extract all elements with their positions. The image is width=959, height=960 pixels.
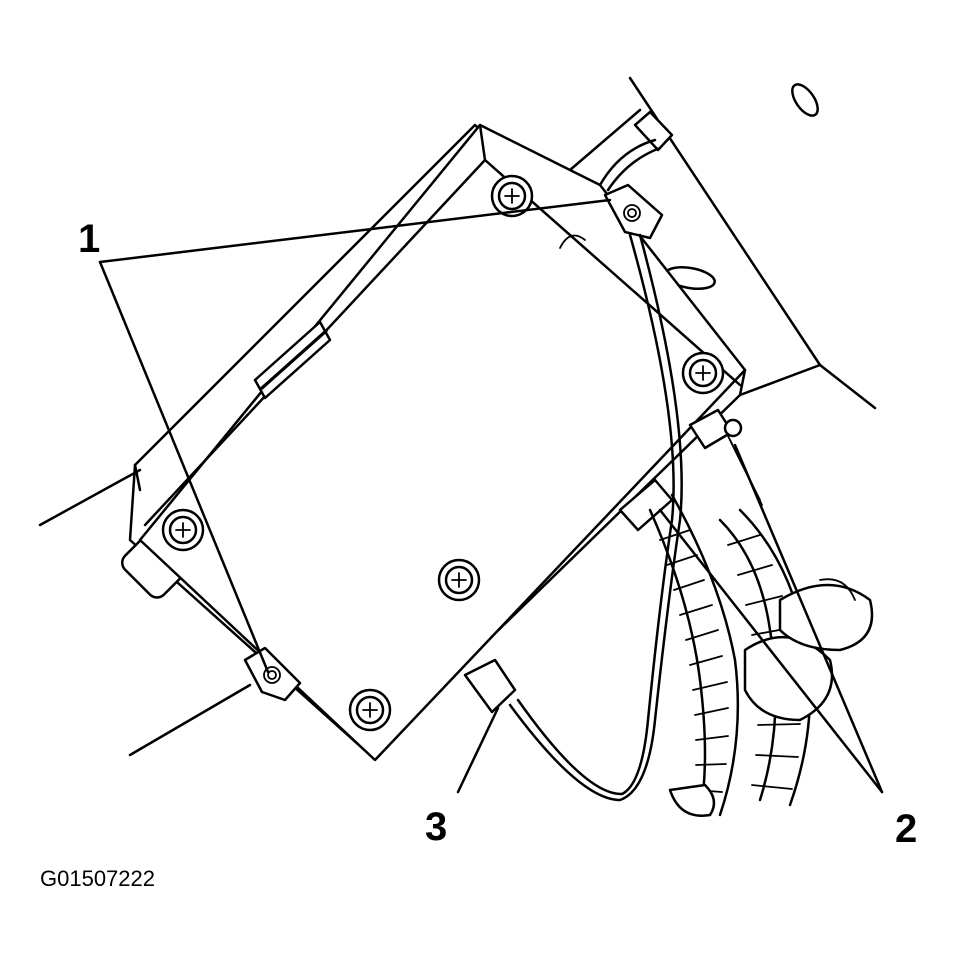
callout-3-label: 3 bbox=[425, 805, 447, 849]
figure-id: G01507222 bbox=[40, 866, 155, 891]
callout-leader-2 bbox=[658, 443, 884, 794]
mounting-nut-lower bbox=[243, 646, 302, 702]
callout-leader-1 bbox=[98, 198, 612, 674]
callout-2-label: 2 bbox=[895, 807, 917, 851]
mounting-nut-upper bbox=[603, 183, 664, 240]
screw-icon bbox=[161, 508, 205, 552]
screw-icon bbox=[437, 558, 481, 602]
wiring-harness bbox=[648, 493, 874, 817]
screw-icon bbox=[681, 351, 725, 395]
control-module bbox=[138, 123, 747, 762]
screw-icon bbox=[490, 174, 534, 218]
antenna-cable bbox=[463, 138, 683, 802]
screw-icon bbox=[348, 688, 392, 732]
callout-1-label: 1 bbox=[78, 217, 100, 261]
callout-leader-3 bbox=[456, 706, 500, 794]
